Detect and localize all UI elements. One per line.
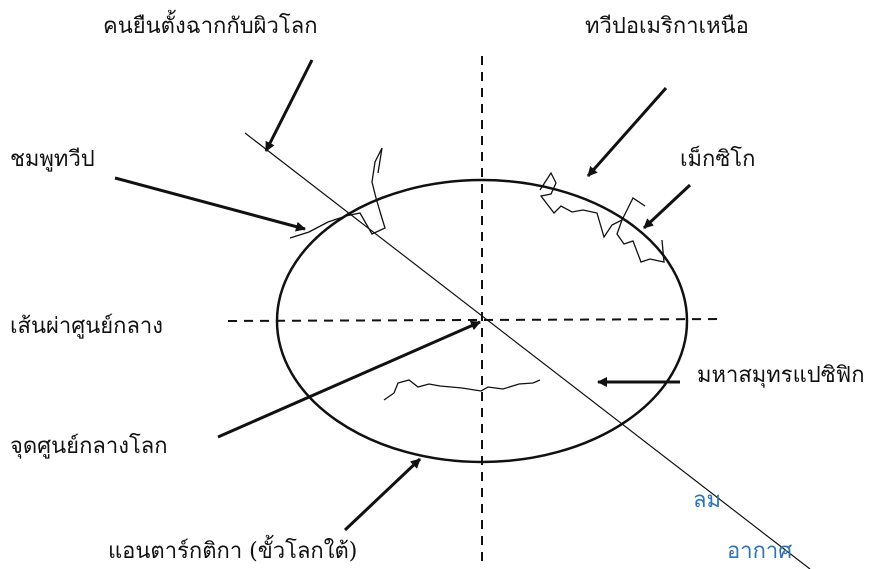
- center-label: จุดศูนย์กลางโลก: [10, 434, 168, 459]
- jambudvipa-label: ชมพูทวีป: [10, 147, 95, 172]
- north-america-arrow: [586, 87, 668, 177]
- antarctica-label: แอนตาร์กติกา (ขั้วโลกใต้): [108, 539, 358, 564]
- mexico-arrow: [642, 183, 692, 230]
- person-label: คนยืนตั้งฉากกับผิวโลก: [103, 14, 318, 39]
- mexico-label: เม็กซิโก: [680, 147, 756, 172]
- pacific-label: มหาสมุทรแปซิฟิก: [697, 363, 865, 388]
- center-arrow: [217, 320, 481, 439]
- jambudvipa-arrow: [114, 176, 306, 232]
- wind-label: ลม: [693, 488, 721, 513]
- person-arrow: [264, 59, 314, 152]
- perpendicular-line: [244, 132, 811, 569]
- antarctica-arrow: [343, 457, 422, 532]
- air-label: อากาศ: [727, 539, 793, 564]
- north-america-label: ทวีปอเมริกาเหนือ: [585, 14, 749, 39]
- north-america-outline: [539, 171, 646, 239]
- equator-label: เส้นผ่าศูนย์กลาง: [10, 314, 164, 339]
- jambudvipa-outline: [289, 147, 386, 239]
- horizontal-axis: [227, 318, 725, 322]
- mexico-outline: [616, 219, 665, 263]
- antarctica-outline: [383, 379, 541, 401]
